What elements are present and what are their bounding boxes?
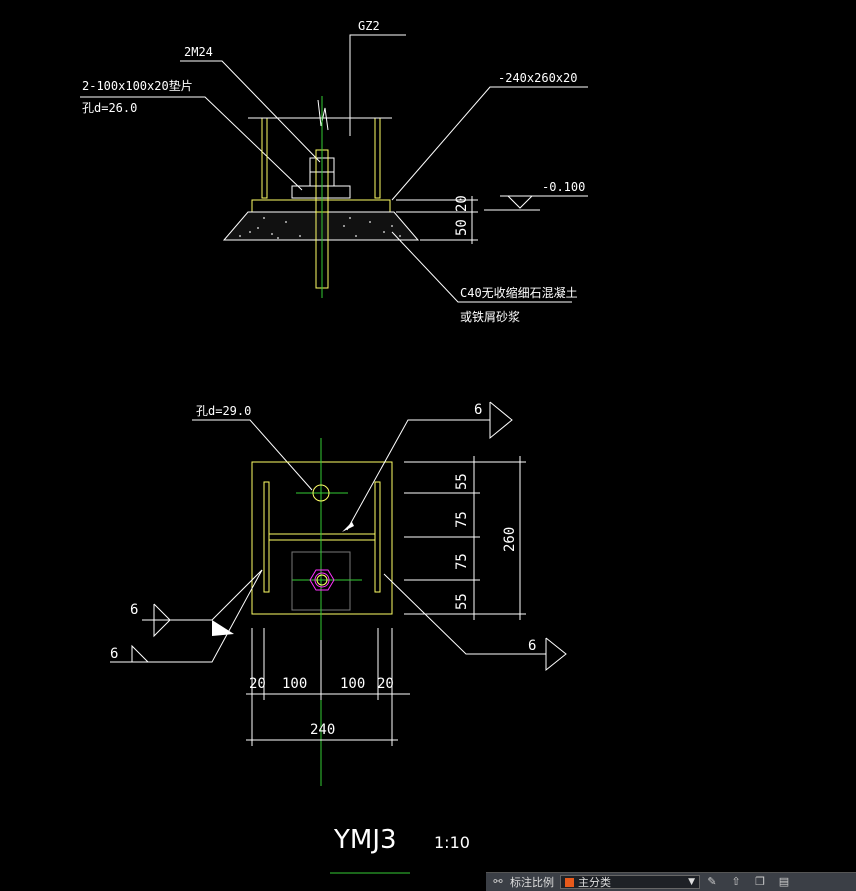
plan-base-plate <box>251 461 393 615</box>
drawing-title: YMJ3 <box>333 825 397 855</box>
column-leader <box>349 34 406 136</box>
hole-label: 孔d=29.0 <box>196 404 251 418</box>
weld-flag-right <box>545 637 567 672</box>
brush-icon[interactable]: ✎ <box>707 875 717 888</box>
column-flange-right <box>374 117 381 199</box>
plan-flange-left <box>263 481 270 593</box>
grout-label-line1: C40无收缩细石混凝土 <box>460 285 578 300</box>
dim-right-1: 55 <box>454 473 470 490</box>
dim-bottom-2: 100 <box>282 676 307 692</box>
washer-plate <box>291 185 351 199</box>
annotation-scale-label: 标注比例 <box>510 876 554 889</box>
weld-fillet-lower <box>131 644 149 663</box>
grout-leader <box>391 231 572 303</box>
plan-flange-right <box>374 481 381 593</box>
elevation-triangle <box>507 195 533 209</box>
dim-bottom-1: 20 <box>249 676 266 692</box>
layer-dropdown-value: 主分类 <box>578 876 611 889</box>
base-plate <box>251 199 391 213</box>
grout-layer <box>222 211 420 241</box>
weld-leader-left <box>110 569 263 663</box>
section-view: GZ2 2M24 2-100x100x20垫片 孔d=26.0 -240x260… <box>80 19 588 324</box>
grout-label-line2: 或铁屑砂浆 <box>460 309 520 324</box>
dim-bottom-4: 20 <box>377 676 394 692</box>
status-bar: ⚯ 标注比例 主分类 ▼ ✎ ⇧ ❐ ▤ <box>486 872 856 891</box>
column-label: GZ2 <box>358 19 380 33</box>
weld-size-top: 6 <box>474 402 482 418</box>
dim-right-3: 75 <box>454 553 470 570</box>
grout-hatch <box>239 217 401 239</box>
plan-bolt-hole <box>312 484 330 502</box>
dim-right-4: 55 <box>454 593 470 610</box>
dim-right-2: 75 <box>454 511 470 528</box>
plan-nut <box>309 569 335 591</box>
copy-icon[interactable]: ❐ <box>755 875 765 888</box>
weld-arrow-top <box>342 522 354 532</box>
weld-leader-right <box>383 573 546 655</box>
dim-bottom-total: 240 <box>310 722 335 738</box>
dim-right-total: 260 <box>502 527 518 552</box>
bolt-leader <box>180 60 321 163</box>
bolt-label: 2M24 <box>184 45 213 59</box>
weld-flag-top <box>489 401 513 440</box>
move-icon[interactable]: ⇧ <box>731 875 741 888</box>
plate-label: -240x260x20 <box>498 71 577 85</box>
weld-leader-left-upper <box>142 569 263 621</box>
hole-leader <box>192 419 313 491</box>
weld-leader-top <box>346 419 490 531</box>
dim-bottom-3: 100 <box>340 676 365 692</box>
chevron-down-icon: ▼ <box>688 877 695 887</box>
layers-icon[interactable]: ▤ <box>778 875 790 888</box>
elevation-label: -0.100 <box>542 180 585 194</box>
break-symbol <box>317 99 329 131</box>
dim-50-section: 50 <box>454 219 470 236</box>
washer-hole-label: 孔d=26.0 <box>82 101 137 115</box>
weld-size-left-upper: 6 <box>130 602 138 618</box>
plate-leader <box>391 86 588 201</box>
layer-dropdown[interactable]: 主分类 ▼ <box>560 875 700 889</box>
column-flange-left <box>261 117 268 199</box>
weld-fillet-left <box>212 620 234 636</box>
plan-nut-inner <box>314 572 330 588</box>
dim-20-section: 20 <box>454 195 470 212</box>
weld-flag-left <box>153 603 171 638</box>
plan-bolt <box>316 574 328 586</box>
weld-size-right: 6 <box>528 638 536 654</box>
washer-label: 2-100x100x20垫片 <box>82 78 193 93</box>
washer-leader <box>80 96 303 191</box>
plan-view: 孔d=29.0 6 6 6 <box>110 401 567 786</box>
drawing-scale: 1:10 <box>434 833 470 852</box>
layer-color-swatch <box>565 877 574 887</box>
layer-icon[interactable]: ⚯ <box>493 875 503 888</box>
weld-size-left-lower: 6 <box>110 646 118 662</box>
